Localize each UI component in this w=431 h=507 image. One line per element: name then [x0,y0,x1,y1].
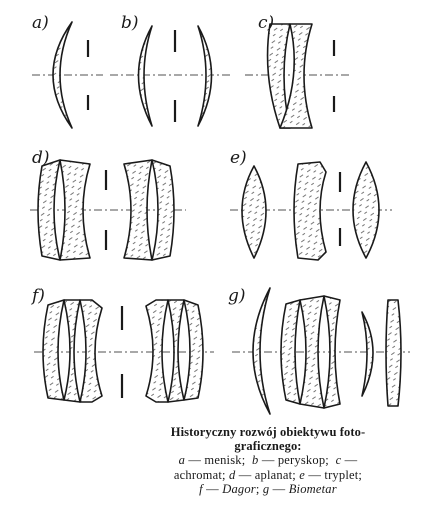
caption-text-g: — [269,481,289,496]
dagor-rear-inner [145,299,169,403]
caption-dash-c: — [341,453,358,468]
caption-letter-g: g [262,481,270,496]
aplanat-front-outer [37,159,61,261]
caption-text-c: achromat; [173,467,226,482]
panel-a-lens [32,21,103,129]
caption-letter-f: f [199,481,203,496]
aplanat-front-inner [59,159,91,261]
panel-e-lens [230,161,392,261]
dagor-front-middle [63,299,81,403]
panel-label-d: d) [32,148,50,168]
biometar-front-meniscus [252,287,271,415]
panel-f-lens [34,299,214,403]
caption-title-line2: graficznego: [234,439,302,454]
aplanat-rear-outer [151,159,175,261]
dagor-front-outer [42,299,65,401]
caption-text-a: — menisk; [185,453,246,468]
panel-label-a: a) [32,13,49,33]
panel-b-lens [110,25,232,127]
caption-line3: a — menisk; b — peryskop; c — [118,453,418,467]
caption-name-f: Dagor [222,481,256,496]
caption-line4: achromat; d — aplanat; e — tryplet; [118,468,418,482]
caption-name-g: Biometar [288,481,337,496]
panel-label-f: f) [32,286,45,306]
panel-label-c: c) [258,13,275,33]
panel-label-e: e) [230,148,247,168]
biometar-negative-element [323,295,341,409]
caption-title-line1: Historyczny rozwój obiektywu foto- [170,425,366,439]
caption-letter-a: a [178,453,186,468]
triplet-front-lens [241,165,267,259]
periscope-rear-lens [197,25,213,127]
caption-letter-d: d [229,467,236,482]
triplet-rear-lens [352,161,380,259]
panel-d-lens [30,159,186,261]
caption-letter-b: b [252,453,259,468]
dagor-front-inner [79,299,103,403]
caption-line5: f — Dagor; g — Biometar [199,481,337,496]
panel-g-lens [232,287,410,415]
achromat-flint-element [279,23,313,129]
dagor-rear-middle [167,299,185,403]
panel-label-b: b) [121,13,139,33]
caption-text-b: — peryskop; [258,453,329,468]
caption-text-d: — aplanat; [235,467,296,482]
periscope-front-lens [137,25,153,127]
caption-text-e: — tryplet; [305,467,363,482]
meniscus-lens [52,21,73,129]
caption-letter-c: c [335,453,342,468]
caption-text-f: — [202,481,223,496]
biometar-rear-lens [385,299,402,407]
triplet-middle-lens [293,161,327,261]
dagor-rear-outer [183,299,204,401]
panel-label-g: g) [228,286,246,306]
caption-letter-e: e [299,467,306,482]
figure-caption: Historyczny rozwój obiektywu foto- grafi… [118,425,418,496]
panel-c-lens [245,23,352,129]
biometar-thin-lens [361,311,374,397]
